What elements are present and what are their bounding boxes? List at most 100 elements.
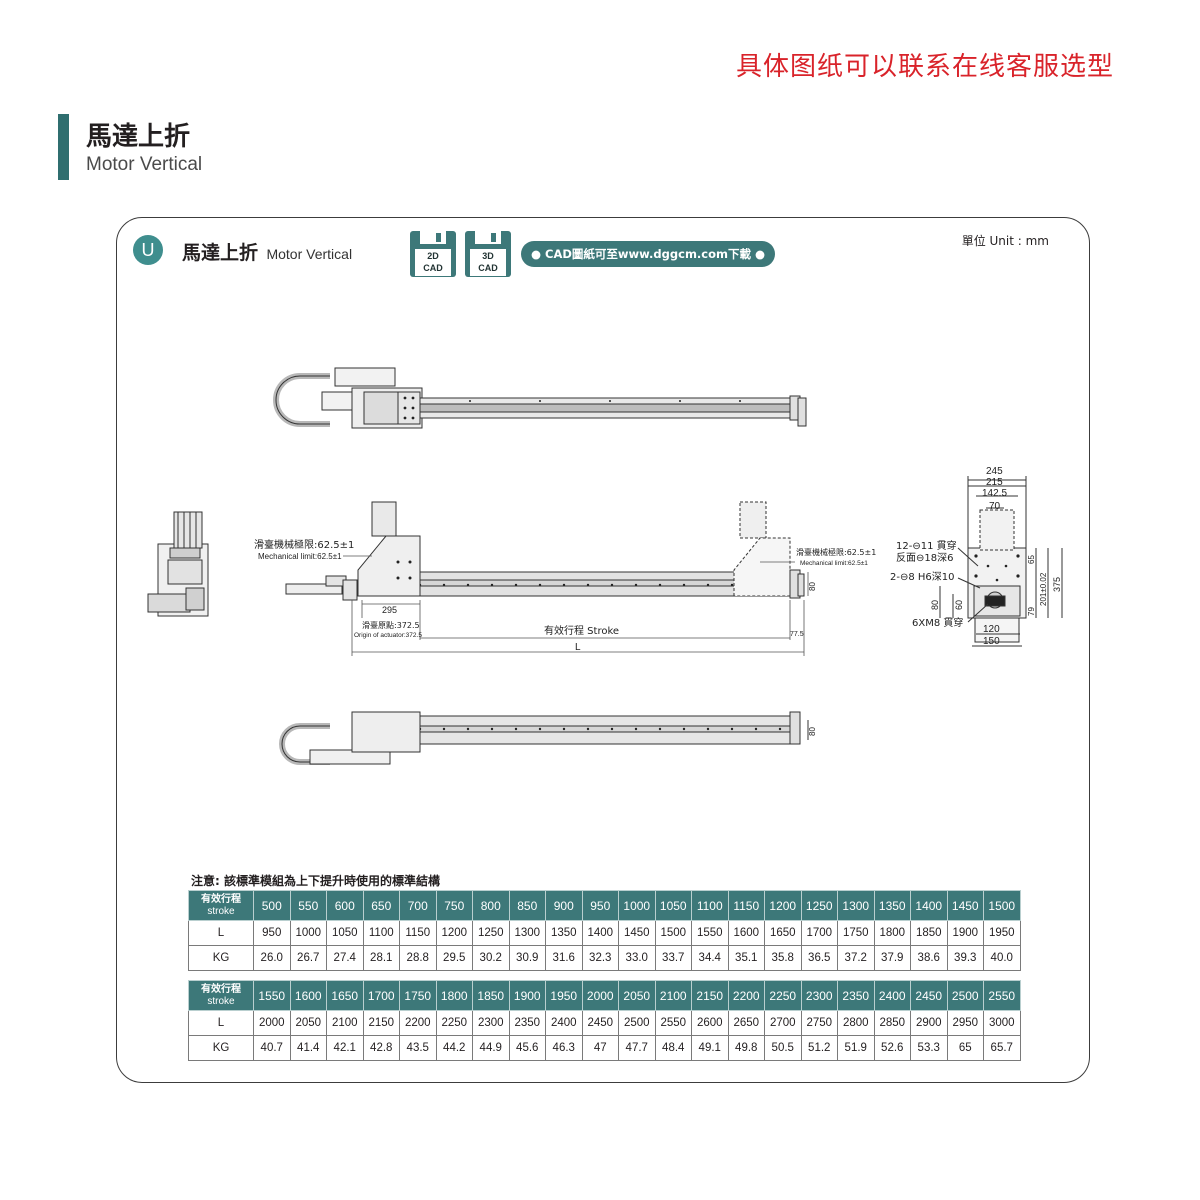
length-cell: 1500 [654, 920, 692, 946]
cad-2d-line2: CAD [423, 263, 443, 273]
end-view-left [147, 511, 209, 617]
panel-title-zh: 馬達上折 [182, 242, 259, 264]
mech-limit-left-zh: 滑臺機械極限:62.5±1 [254, 538, 354, 551]
length-cell: 2950 [946, 1010, 984, 1036]
stroke-cell: 1200 [764, 890, 802, 921]
stroke-cell: 750 [435, 890, 473, 921]
weight-cell: 51.2 [800, 1035, 838, 1061]
length-cell: 2900 [910, 1010, 948, 1036]
length-cell: 2800 [837, 1010, 875, 1036]
mech-limit-right-en: Mechanical limit:62.5±1 [800, 560, 868, 567]
weight-cell: 52.6 [873, 1035, 911, 1061]
stroke-cell: 800 [472, 890, 510, 921]
series-badge: U [133, 235, 163, 265]
unit-label: 單位 Unit : mm [961, 234, 1049, 248]
length-cell: 2050 [289, 1010, 327, 1036]
side-hole-note-2: 反面⊖18深6 [896, 552, 953, 564]
length-cell: 1550 [691, 920, 729, 946]
top-view [273, 367, 807, 429]
stroke-cell: 1300 [837, 890, 875, 921]
front-view [285, 501, 805, 601]
cad-download-link[interactable]: ● CAD圖紙可至www.dggcm.com下載 ● [521, 241, 776, 267]
stroke-cell: 600 [326, 890, 364, 921]
mech-limit-left-en: Mechanical limit:62.5±1 [258, 552, 342, 561]
stroke-cell: 1500 [983, 890, 1021, 921]
side-dim-79: 79 [1027, 607, 1036, 616]
stroke-cell: 1150 [727, 890, 765, 921]
stroke-cell: 2400 [873, 980, 911, 1011]
stroke-cell: 1800 [435, 980, 473, 1011]
length-cell: 1200 [435, 920, 473, 946]
weight-cell: 42.1 [326, 1035, 364, 1061]
side-view-right [939, 476, 1063, 647]
stroke-cell: 2550 [983, 980, 1021, 1011]
stroke-cell: 850 [508, 890, 546, 921]
length-cell: 2100 [326, 1010, 364, 1036]
dim-295: 295 [382, 605, 397, 615]
length-cell: 1750 [837, 920, 875, 946]
side-hole-note-3: 2-⊖8 H6深10 [890, 571, 955, 583]
stroke-cell: 2200 [727, 980, 765, 1011]
length-cell: 1300 [508, 920, 546, 946]
stroke-cell: 900 [545, 890, 583, 921]
weight-cell: 47.7 [618, 1035, 656, 1061]
weight-cell: 37.9 [873, 945, 911, 971]
stroke-cell: 2100 [654, 980, 692, 1011]
stroke-label: 有效行程 Stroke [544, 624, 619, 637]
length-cell: 1900 [946, 920, 984, 946]
weight-cell: 36.5 [800, 945, 838, 971]
length-cell: 1050 [326, 920, 364, 946]
weight-cell: 46.3 [545, 1035, 583, 1061]
length-cell: 2700 [764, 1010, 802, 1036]
section-title-zh: 馬達上折 [86, 122, 191, 152]
stroke-cell: 650 [362, 890, 400, 921]
side-dim-65: 65 [1027, 555, 1036, 564]
weight-cell: 41.4 [289, 1035, 327, 1061]
stroke-cell: 2000 [581, 980, 619, 1011]
origin-en: Origin of actuator:372.5 [354, 632, 422, 639]
weight-cell: 28.8 [399, 945, 437, 971]
stroke-cell: 1400 [910, 890, 948, 921]
weight-cell: 30.9 [508, 945, 546, 971]
weight-cell: 26.0 [253, 945, 291, 971]
row-label-L: L [188, 1010, 254, 1036]
stroke-cell: 2450 [910, 980, 948, 1011]
weight-cell: 27.4 [326, 945, 364, 971]
length-cell: 1850 [910, 920, 948, 946]
weight-cell: 47 [581, 1035, 619, 1061]
cad-3d-line1: 3D [482, 251, 494, 261]
length-cell: 1100 [362, 920, 400, 946]
stroke-cell: 1050 [654, 890, 692, 921]
section-title-en: Motor Vertical [86, 154, 203, 175]
weight-cell: 51.9 [837, 1035, 875, 1061]
length-cell: 1250 [472, 920, 510, 946]
length-cell: 1400 [581, 920, 619, 946]
length-cell: 2450 [581, 1010, 619, 1036]
weight-cell: 40.0 [983, 945, 1021, 971]
weight-cell: 43.5 [399, 1035, 437, 1061]
stroke-cell: 950 [581, 890, 619, 921]
length-cell: 3000 [983, 1010, 1021, 1036]
side-hole-note-1: 12-⊖11 貫穿 [896, 539, 957, 552]
weight-cell: 34.4 [691, 945, 729, 971]
length-cell: 2750 [800, 1010, 838, 1036]
length-cell: 2850 [873, 1010, 911, 1036]
section-accent-bar [58, 114, 69, 180]
length-cell: 950 [253, 920, 291, 946]
stroke-cell: 1750 [399, 980, 437, 1011]
weight-cell: 30.2 [472, 945, 510, 971]
weight-cell: 33.0 [618, 945, 656, 971]
weight-cell: 44.9 [472, 1035, 510, 1061]
mech-limit-right-zh: 滑臺機械極限:62.5±1 [796, 547, 876, 557]
weight-cell: 31.6 [545, 945, 583, 971]
length-cell: 2550 [654, 1010, 692, 1036]
header-note: 具体图纸可以联系在线客服选型 [735, 52, 1114, 82]
